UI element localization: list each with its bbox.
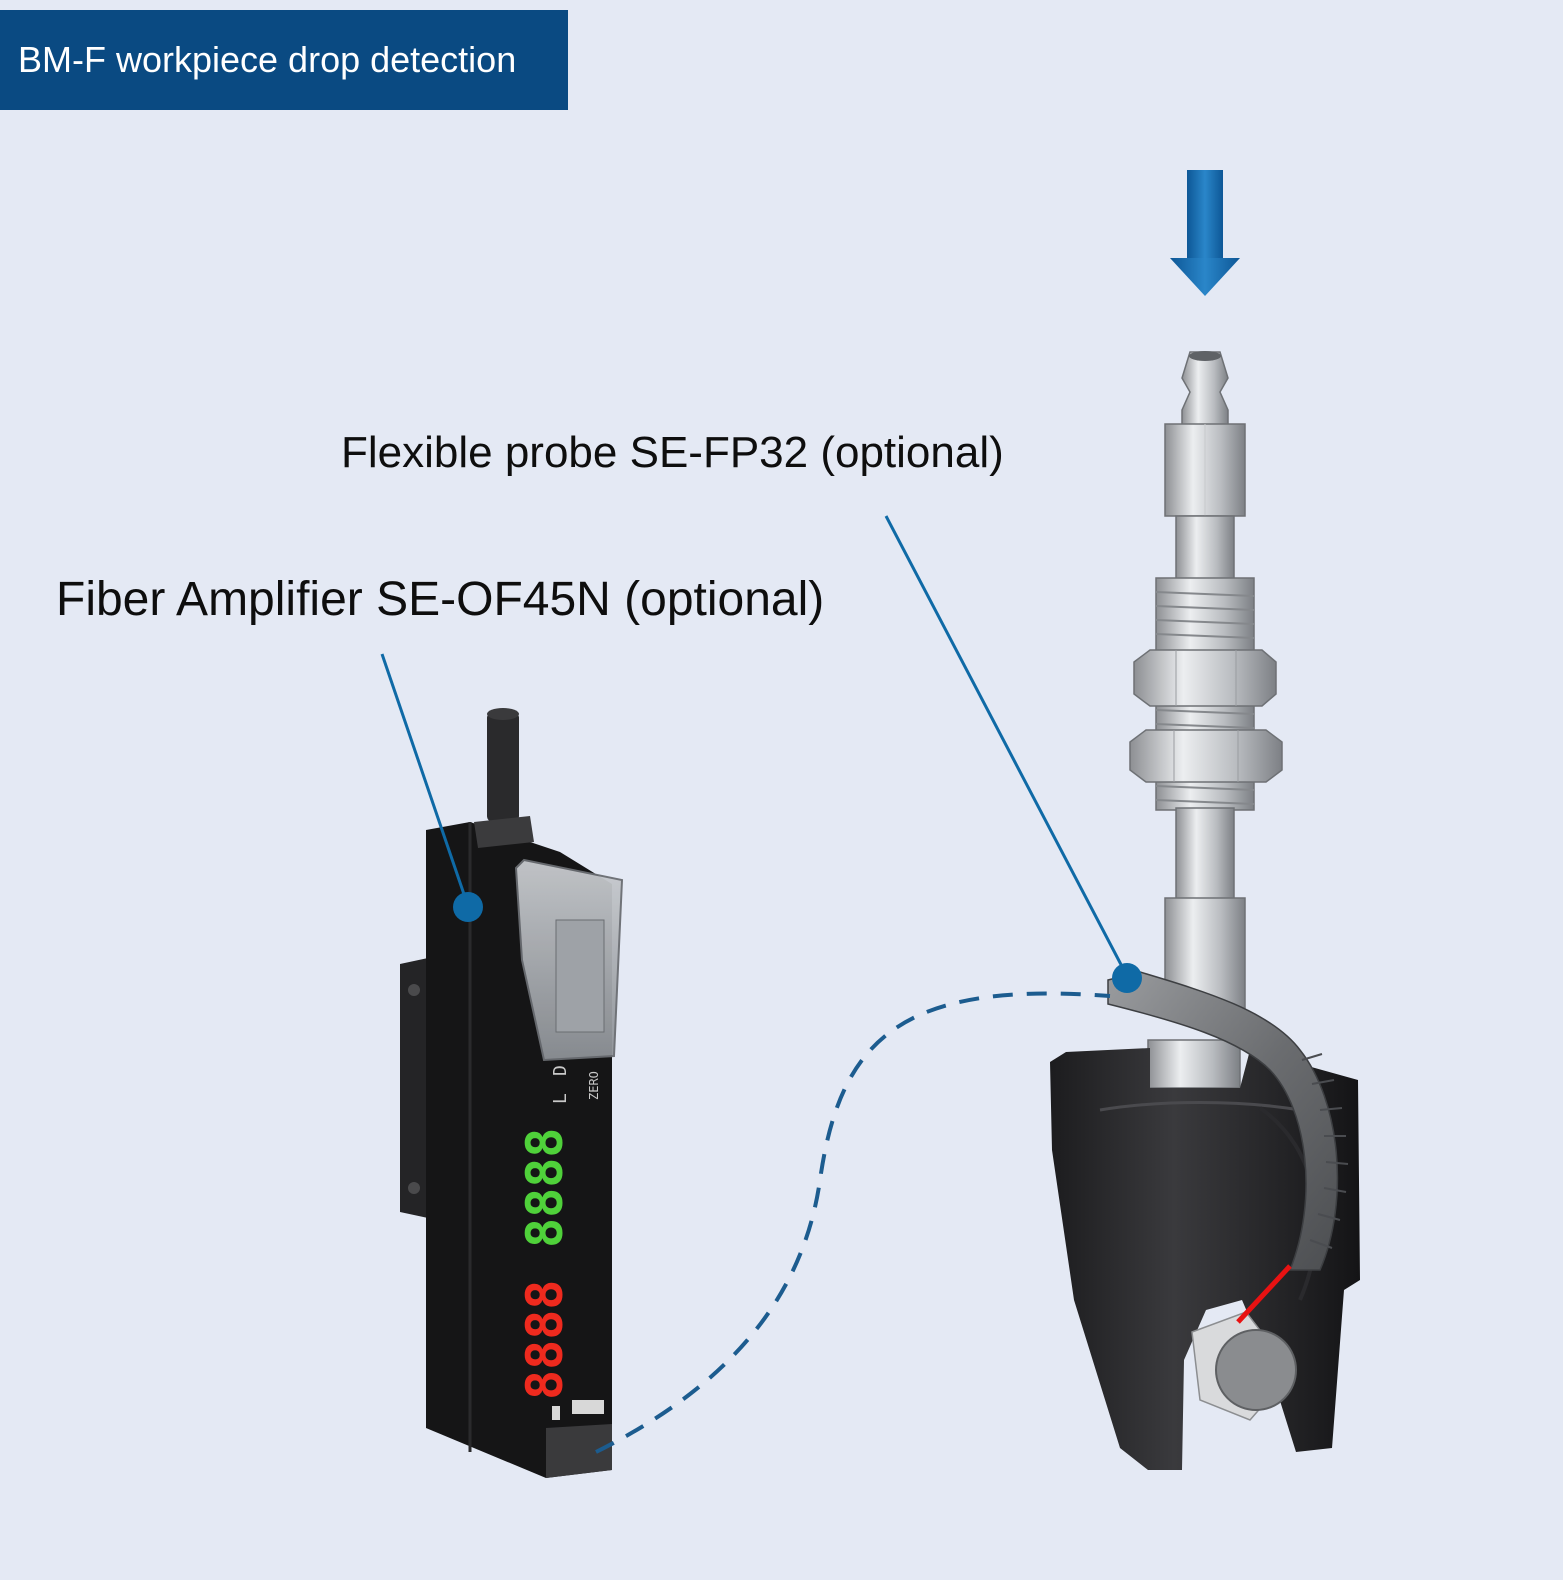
upper-display-digits: 8888 — [516, 1128, 574, 1248]
indicator-l: L — [550, 1093, 571, 1104]
lower-display-digits: 8888 — [516, 1280, 574, 1400]
set-button — [572, 1400, 604, 1414]
amplifier-callout-line — [382, 654, 468, 906]
arrow-down-icon — [1170, 170, 1240, 296]
probe-callout-dot — [1112, 963, 1142, 993]
fiber-amplifier: L D ZERO 8888 8888 — [400, 708, 622, 1478]
probe-callout-line — [886, 516, 1127, 976]
indicator-d: D — [550, 1065, 571, 1076]
zero-label: ZERO — [587, 1071, 601, 1100]
fiber-cable — [596, 993, 1110, 1452]
mode-button — [552, 1406, 560, 1420]
amplifier-callout-dot — [453, 892, 483, 922]
